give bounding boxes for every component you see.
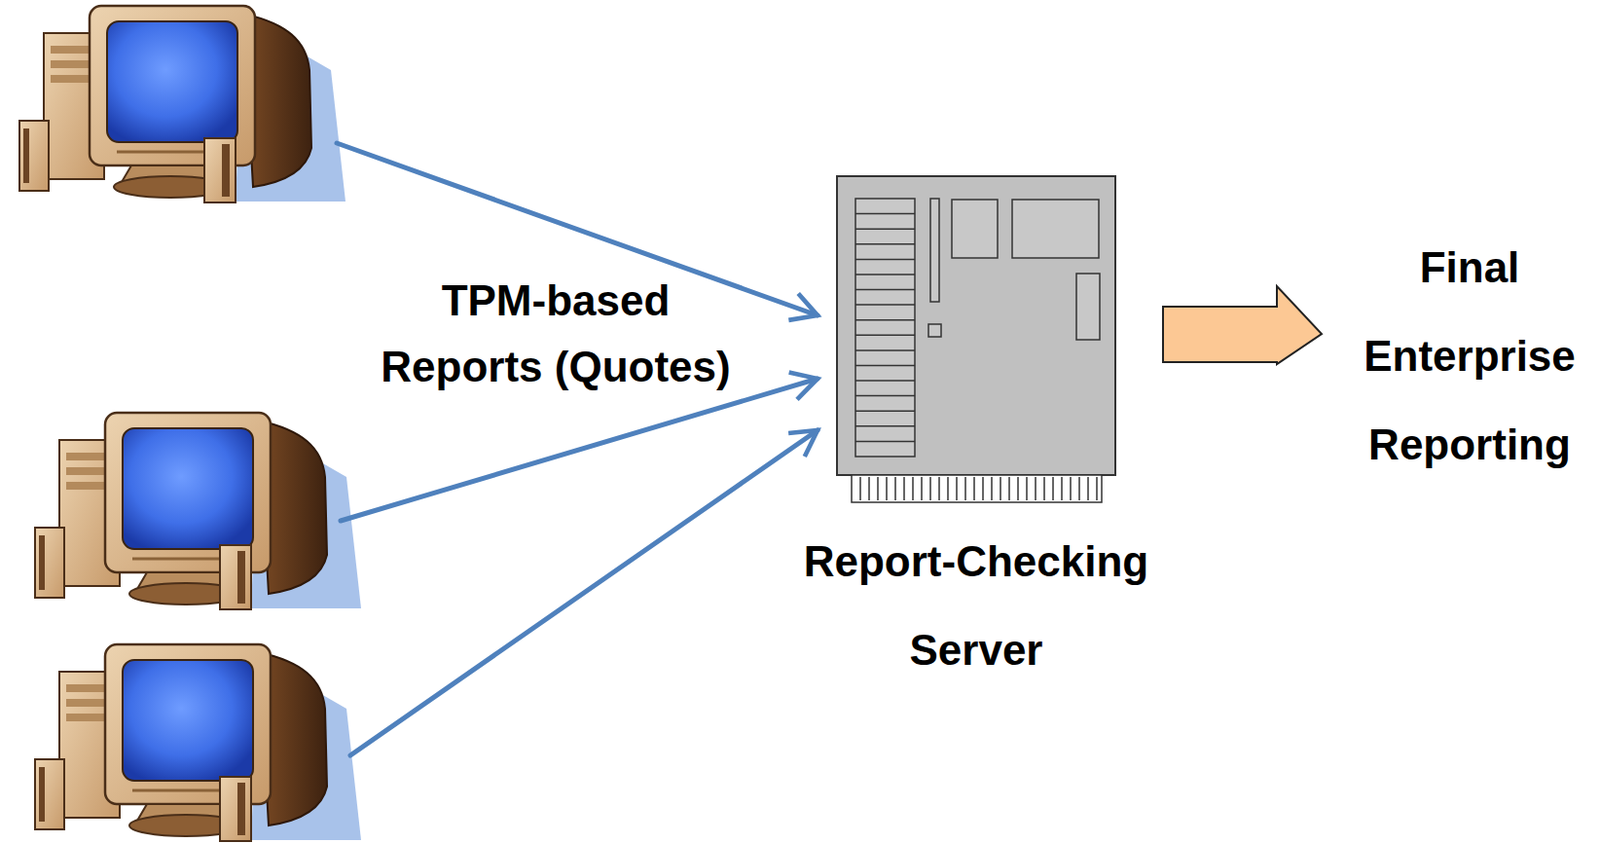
connector-pin xyxy=(1060,476,1063,501)
slot-line xyxy=(855,303,915,306)
slot-line xyxy=(855,364,915,367)
connector-pin xyxy=(859,476,862,501)
connector-pin xyxy=(868,476,871,501)
slot-line xyxy=(855,289,915,291)
connector-pin xyxy=(999,476,1002,501)
computer-icon xyxy=(19,5,346,203)
connector-pin xyxy=(938,476,941,501)
connector-pin xyxy=(876,476,879,501)
slot-line xyxy=(855,379,915,382)
computer-icon xyxy=(35,644,362,841)
connector-pin xyxy=(894,476,897,501)
output-arrow xyxy=(1163,286,1322,364)
connector-pin xyxy=(1025,476,1028,501)
connector-pin xyxy=(1095,476,1098,501)
connector-pin xyxy=(1034,476,1037,501)
slot-line xyxy=(855,334,915,337)
connector-pin xyxy=(955,476,958,501)
server-node: Report-Checking Server xyxy=(781,176,1171,694)
slot-line xyxy=(855,243,915,246)
slot-line xyxy=(855,213,915,216)
server-label: Report-Checking Server xyxy=(781,516,1171,694)
slot-line xyxy=(855,227,915,230)
connector-pin xyxy=(885,476,888,501)
connector-pin xyxy=(946,476,949,501)
connector-pin xyxy=(911,476,914,501)
connector-pin xyxy=(1052,476,1055,501)
slot-line xyxy=(855,440,915,443)
slot-line xyxy=(855,258,915,261)
connector-pin xyxy=(973,476,976,501)
report-arrow xyxy=(340,378,818,521)
connector-pin xyxy=(1008,476,1011,501)
connector-pin xyxy=(1017,476,1019,501)
connector-pin xyxy=(903,476,906,501)
connector-pin xyxy=(990,476,993,501)
slot-line xyxy=(855,409,915,412)
slot-line xyxy=(855,273,915,276)
computer-icon xyxy=(35,412,362,610)
slot-line xyxy=(855,395,915,398)
connector-pin xyxy=(1078,476,1081,501)
connector-pin xyxy=(981,476,984,501)
output-label: Final Enterprise Reporting xyxy=(1347,222,1592,489)
flow-label: TPM-based Reports (Quotes) xyxy=(370,267,741,400)
connector-pin xyxy=(964,476,967,501)
slot-line xyxy=(855,425,915,428)
slot-line xyxy=(855,349,915,352)
slot-line xyxy=(855,319,915,322)
connector-pin xyxy=(1069,476,1072,501)
connector-pin xyxy=(1043,476,1046,501)
connector-pin xyxy=(929,476,932,501)
connector-pin xyxy=(1087,476,1090,501)
connector-pin xyxy=(920,476,923,501)
server-board xyxy=(836,176,1116,503)
report-arrow xyxy=(350,430,818,756)
